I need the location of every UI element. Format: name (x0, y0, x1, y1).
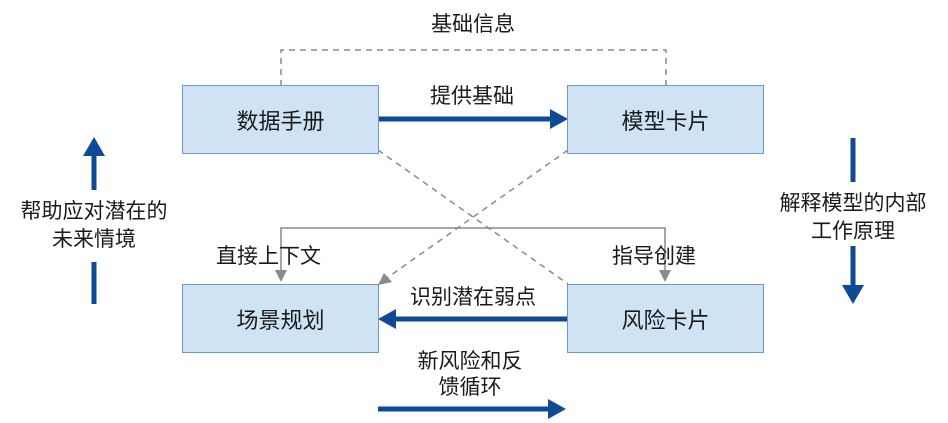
model-card-label: 模型卡片 (621, 109, 710, 135)
provide-basis-label: 提供基础 (430, 84, 514, 108)
middle-bracket (280, 227, 666, 272)
feedback-loop-label: 新风险和反 馈循环 (400, 347, 540, 401)
right-side-line1: 解释模型的内部 (779, 191, 927, 215)
right-side-line2: 工作原理 (811, 219, 895, 243)
basic-info-label: 基础信息 (431, 12, 515, 36)
guide-creation-label: 指导创建 (612, 244, 696, 268)
diag-model-to-scenario (383, 149, 569, 281)
feedback-loop-line2: 馈循环 (438, 375, 502, 399)
diag-data-to-risk (377, 149, 569, 285)
direct-context-label: 直接上下文 (216, 244, 321, 268)
feedback-loop-line1: 新风险和反 (417, 349, 523, 373)
provide-basis-arrowhead (550, 109, 568, 129)
data-manual-box: 数据手册 (182, 85, 379, 154)
risk-card-box: 风险卡片 (567, 284, 764, 353)
right-down-arrowhead (842, 285, 864, 304)
left-side-line1: 帮助应对潜在的 (20, 199, 168, 223)
middle-bracket-right-arrowhead (659, 270, 671, 282)
right-side-label: 解释模型的内部 工作原理 (760, 189, 946, 245)
diag-arrowhead (378, 273, 392, 285)
risk-card-label: 风险卡片 (621, 308, 710, 334)
left-side-label: 帮助应对潜在的 未来情境 (4, 197, 184, 253)
model-card-box: 模型卡片 (567, 85, 764, 154)
scenario-planning-label: 场景规划 (236, 308, 325, 334)
middle-bracket-left-arrowhead (275, 270, 287, 282)
identify-weakness-arrowhead (378, 309, 396, 329)
identify-weakness-label: 识别潜在弱点 (410, 285, 536, 309)
feedback-arrowhead (548, 399, 566, 419)
data-manual-label: 数据手册 (236, 109, 325, 135)
left-side-line2: 未来情境 (52, 227, 136, 251)
scenario-planning-box: 场景规划 (182, 284, 379, 353)
left-up-arrowhead (83, 137, 105, 156)
